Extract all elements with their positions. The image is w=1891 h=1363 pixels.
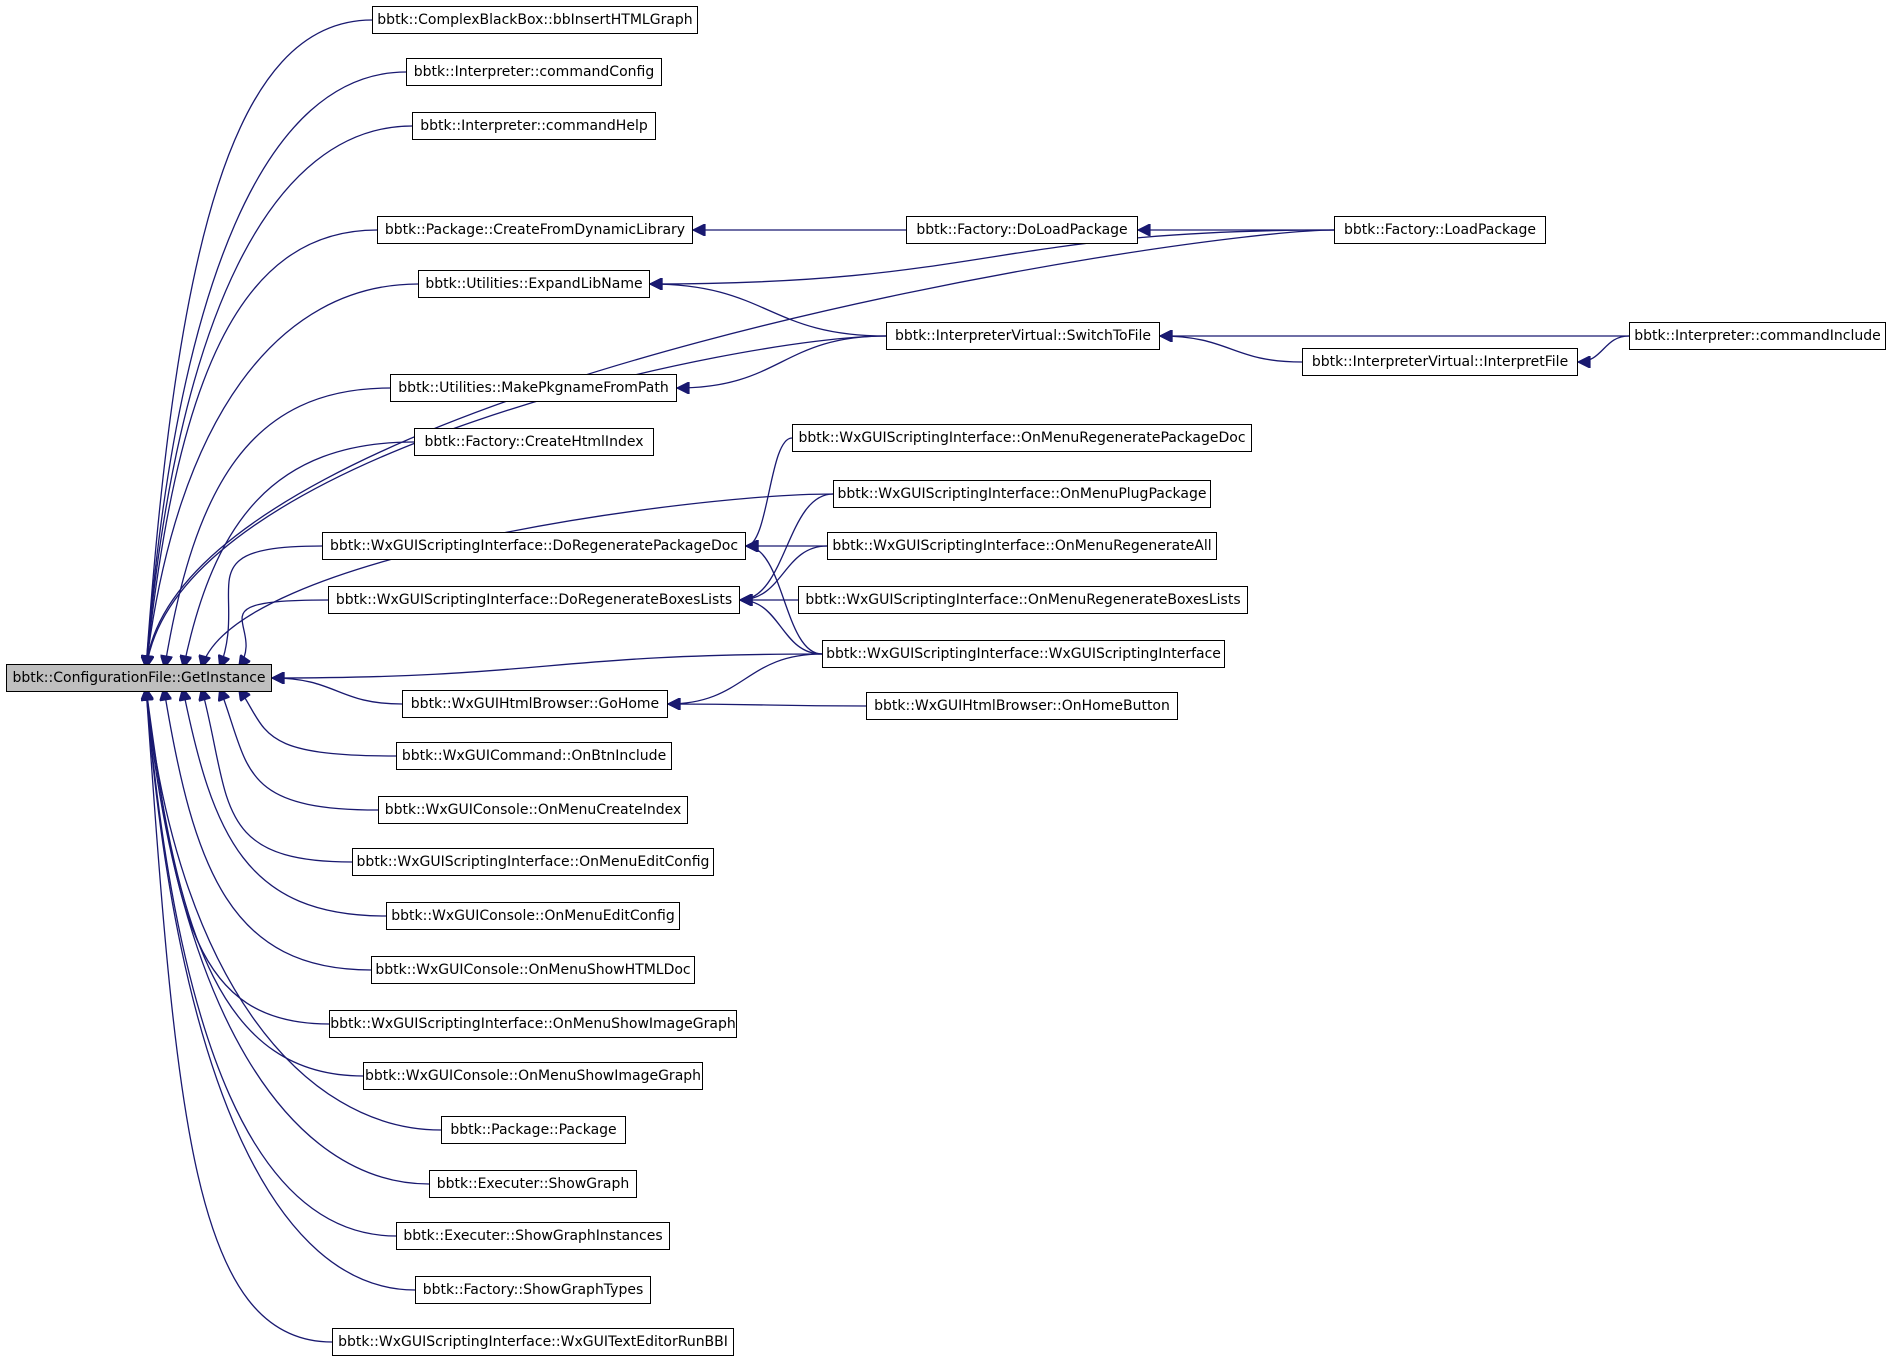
node-executer-showgraph[interactable]: bbtk::Executer::ShowGraph (429, 1170, 637, 1198)
call-edge (1160, 336, 1303, 363)
node-scripting-onmenushowimagegraph[interactable]: bbtk::WxGUIScriptingInterface::OnMenuSho… (329, 1010, 737, 1038)
node-interpretervirtual-interpretfile[interactable]: bbtk::InterpreterVirtual::InterpretFile (1302, 348, 1578, 376)
node-onmenuregeneratepackagedoc[interactable]: bbtk::WxGUIScriptingInterface::OnMenuReg… (792, 424, 1252, 452)
call-edge (677, 335, 887, 388)
node-wxguihtmlbrowser-gohome[interactable]: bbtk::WxGUIHtmlBrowser::GoHome (402, 690, 668, 718)
call-edge (165, 387, 391, 668)
call-edge (272, 653, 823, 678)
node-package-package[interactable]: bbtk::Package::Package (441, 1116, 626, 1144)
node-wxguiscriptinginterface-constructor[interactable]: bbtk::WxGUIScriptingInterface::WxGUIScri… (822, 640, 1225, 668)
call-edge (668, 704, 867, 706)
node-wxguitexteditorrunbbi[interactable]: bbtk::WxGUIScriptingInterface::WxGUIText… (332, 1328, 734, 1356)
call-edge (164, 688, 372, 971)
call-edge (183, 441, 415, 668)
node-configurationfile-getinstance[interactable]: bbtk::ConfigurationFile::GetInstance (6, 664, 272, 692)
call-edge (146, 688, 333, 1343)
call-edge (650, 284, 887, 337)
call-edge (146, 125, 413, 668)
node-wxguiconsole-onmenushowimagegraph[interactable]: bbtk::WxGUIConsole::OnMenuShowImageGraph (363, 1062, 703, 1090)
call-edge (740, 493, 834, 600)
call-edge (202, 688, 353, 863)
call-edge (650, 229, 1335, 284)
call-edge (146, 688, 397, 1237)
call-edge (146, 71, 407, 668)
node-wxguiconsole-onmenueditconfig[interactable]: bbtk::WxGUIConsole::OnMenuEditConfig (386, 902, 680, 930)
call-edge (239, 688, 397, 757)
node-wxguiconsole-onmenucreateindex[interactable]: bbtk::WxGUIConsole::OnMenuCreateIndex (378, 796, 688, 824)
node-wxguihtmlbrowser-onhomebutton[interactable]: bbtk::WxGUIHtmlBrowser::OnHomeButton (866, 692, 1178, 720)
node-factory-loadpackage[interactable]: bbtk::Factory::LoadPackage (1334, 216, 1546, 244)
node-doregeneratepackagedoc[interactable]: bbtk::WxGUIScriptingInterface::DoRegener… (322, 532, 746, 560)
call-edge (146, 229, 1335, 668)
node-onmenuregenerateboxeslists[interactable]: bbtk::WxGUIScriptingInterface::OnMenuReg… (798, 586, 1248, 614)
call-edge (746, 437, 793, 546)
node-package-createfromdynamiclibrary[interactable]: bbtk::Package::CreateFromDynamicLibrary (377, 216, 693, 244)
call-edge (220, 688, 379, 811)
node-interpreter-commandhelp[interactable]: bbtk::Interpreter::commandHelp (412, 112, 656, 140)
call-edge (183, 688, 387, 917)
call-edge (146, 229, 378, 668)
node-utilities-expandlibname[interactable]: bbtk::Utilities::ExpandLibName (418, 270, 650, 298)
call-edge (146, 688, 442, 1131)
node-factory-doloadpackage[interactable]: bbtk::Factory::DoLoadPackage (906, 216, 1138, 244)
node-onmenuregenerateall[interactable]: bbtk::WxGUIScriptingInterface::OnMenuReg… (827, 532, 1217, 560)
node-interpretervirtual-switchtofile[interactable]: bbtk::InterpreterVirtual::SwitchToFile (886, 322, 1160, 350)
node-onmenuplugpackage[interactable]: bbtk::WxGUIScriptingInterface::OnMenuPlu… (833, 480, 1211, 508)
call-edge (146, 688, 364, 1077)
node-interpreter-commandinclude[interactable]: bbtk::Interpreter::commandInclude (1629, 322, 1886, 350)
call-edge (202, 493, 834, 668)
call-edge (239, 599, 329, 668)
node-scripting-onmenueditconfig[interactable]: bbtk::WxGUIScriptingInterface::OnMenuEdi… (352, 848, 714, 876)
node-executer-showgraphinstances[interactable]: bbtk::Executer::ShowGraphInstances (396, 1222, 670, 1250)
call-edge (146, 688, 430, 1185)
call-edge (146, 19, 373, 668)
call-edge (746, 546, 823, 655)
call-edge (272, 678, 403, 705)
call-edge (146, 283, 419, 668)
call-edge (146, 335, 887, 668)
call-edge (146, 688, 416, 1291)
call-edge (1578, 335, 1630, 362)
call-edge (668, 653, 823, 704)
call-edge (740, 545, 828, 600)
call-edge (220, 545, 323, 668)
node-utilities-makepkgnamefrompath[interactable]: bbtk::Utilities::MakePkgnameFromPath (390, 374, 677, 402)
node-factory-createhtmlindex[interactable]: bbtk::Factory::CreateHtmlIndex (414, 428, 654, 456)
node-factory-showgraphtypes[interactable]: bbtk::Factory::ShowGraphTypes (415, 1276, 651, 1304)
call-edge (740, 600, 823, 655)
node-wxguiconsole-onmenushowhtmldoc[interactable]: bbtk::WxGUIConsole::OnMenuShowHTMLDoc (371, 956, 695, 984)
node-doregenerateboxeslists[interactable]: bbtk::WxGUIScriptingInterface::DoRegener… (328, 586, 740, 614)
node-complexblackbox-bbinserthtmlgraph[interactable]: bbtk::ComplexBlackBox::bbInsertHTMLGraph (372, 6, 698, 34)
node-interpreter-commandconfig[interactable]: bbtk::Interpreter::commandConfig (406, 58, 662, 86)
node-wxguicommand-onbtninclude[interactable]: bbtk::WxGUICommand::OnBtnInclude (396, 742, 672, 770)
